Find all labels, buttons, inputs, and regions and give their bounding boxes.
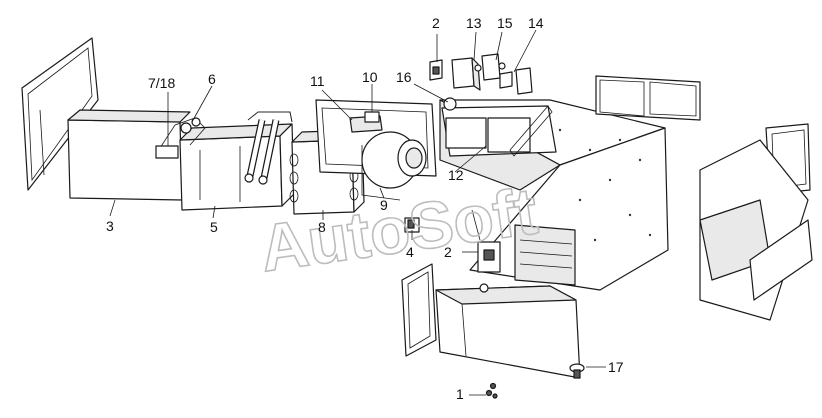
leader-lines xyxy=(109,29,606,396)
label-4: 4 xyxy=(406,244,414,260)
main-housing-body xyxy=(439,97,669,291)
label-2-lower: 2 xyxy=(444,244,452,260)
label-15: 15 xyxy=(497,15,513,31)
parts-2-13-14-15-brackets xyxy=(429,53,533,95)
label-3: 3 xyxy=(106,218,114,234)
right-side-panel xyxy=(699,123,813,321)
label-13: 13 xyxy=(466,15,482,31)
bottom-left-filter xyxy=(401,263,437,357)
label-10: 10 xyxy=(362,69,378,85)
part-2-lower-bracket xyxy=(471,209,501,273)
label-12: 12 xyxy=(448,167,464,183)
label-9: 9 xyxy=(380,197,388,213)
label-2-top: 2 xyxy=(432,15,440,31)
bottom-drain-pan-cover xyxy=(435,283,585,399)
part-9-10-11-blower-assembly xyxy=(315,99,437,233)
label-11: 11 xyxy=(310,73,325,89)
label-5: 5 xyxy=(210,219,218,235)
label-8: 8 xyxy=(318,219,326,235)
part-3-panel xyxy=(67,109,191,201)
label-6: 6 xyxy=(208,71,216,87)
left-filter-panel xyxy=(21,37,99,191)
label-7-18: 7/18 xyxy=(148,75,175,91)
label-14: 14 xyxy=(528,15,544,31)
parts-6-7-18-piping xyxy=(155,111,293,185)
label-1: 1 xyxy=(456,386,464,402)
label-16: 16 xyxy=(396,69,412,85)
top-right-filter xyxy=(595,75,701,121)
label-17: 17 xyxy=(608,359,624,375)
